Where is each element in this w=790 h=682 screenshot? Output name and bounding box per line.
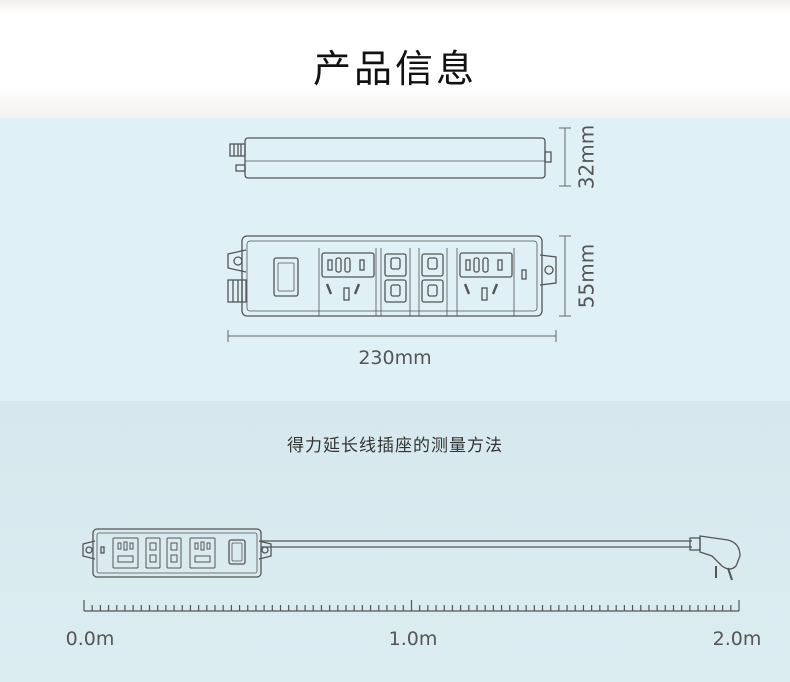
left-mount-tab [227, 249, 247, 273]
side-view-body [244, 137, 546, 179]
indicator-light [100, 546, 105, 554]
top-view [227, 235, 557, 317]
indicator-light [521, 269, 527, 280]
right-mount-tab [539, 254, 557, 286]
dimension-panel [0, 118, 790, 401]
socket-icon [384, 253, 407, 303]
socket-icon [321, 252, 375, 301]
header-band [0, 0, 790, 118]
length-dimension [227, 330, 557, 342]
strip-body [92, 528, 262, 578]
power-strip-with-cord [82, 528, 741, 581]
measurement-caption: 得力延长线插座的测量方法 [287, 436, 503, 456]
socket-icon [421, 253, 444, 303]
ruler-ticks [83, 600, 740, 611]
socket-icon [189, 537, 216, 569]
ruler-label-start: 0.0m [66, 628, 115, 650]
plug-icon [689, 535, 741, 581]
width-label: 55mm [575, 244, 599, 308]
socket-icon [166, 537, 182, 569]
side-view [229, 137, 552, 179]
ruler-label-end: 2.0m [713, 628, 762, 650]
height-label: 32mm [575, 125, 599, 189]
measuring-ruler [83, 600, 740, 612]
socket-icon [145, 537, 161, 569]
switch-icon [228, 539, 246, 565]
length-label: 230mm [358, 347, 431, 369]
switch-icon [273, 257, 299, 297]
ruler-label-middle: 1.0m [389, 628, 438, 650]
page-title: 产品信息 [312, 47, 477, 91]
height-dimension [559, 127, 571, 187]
socket-icon [112, 537, 139, 569]
width-dimension [559, 235, 571, 317]
top-view-body [241, 235, 543, 317]
socket-icon [459, 252, 513, 301]
